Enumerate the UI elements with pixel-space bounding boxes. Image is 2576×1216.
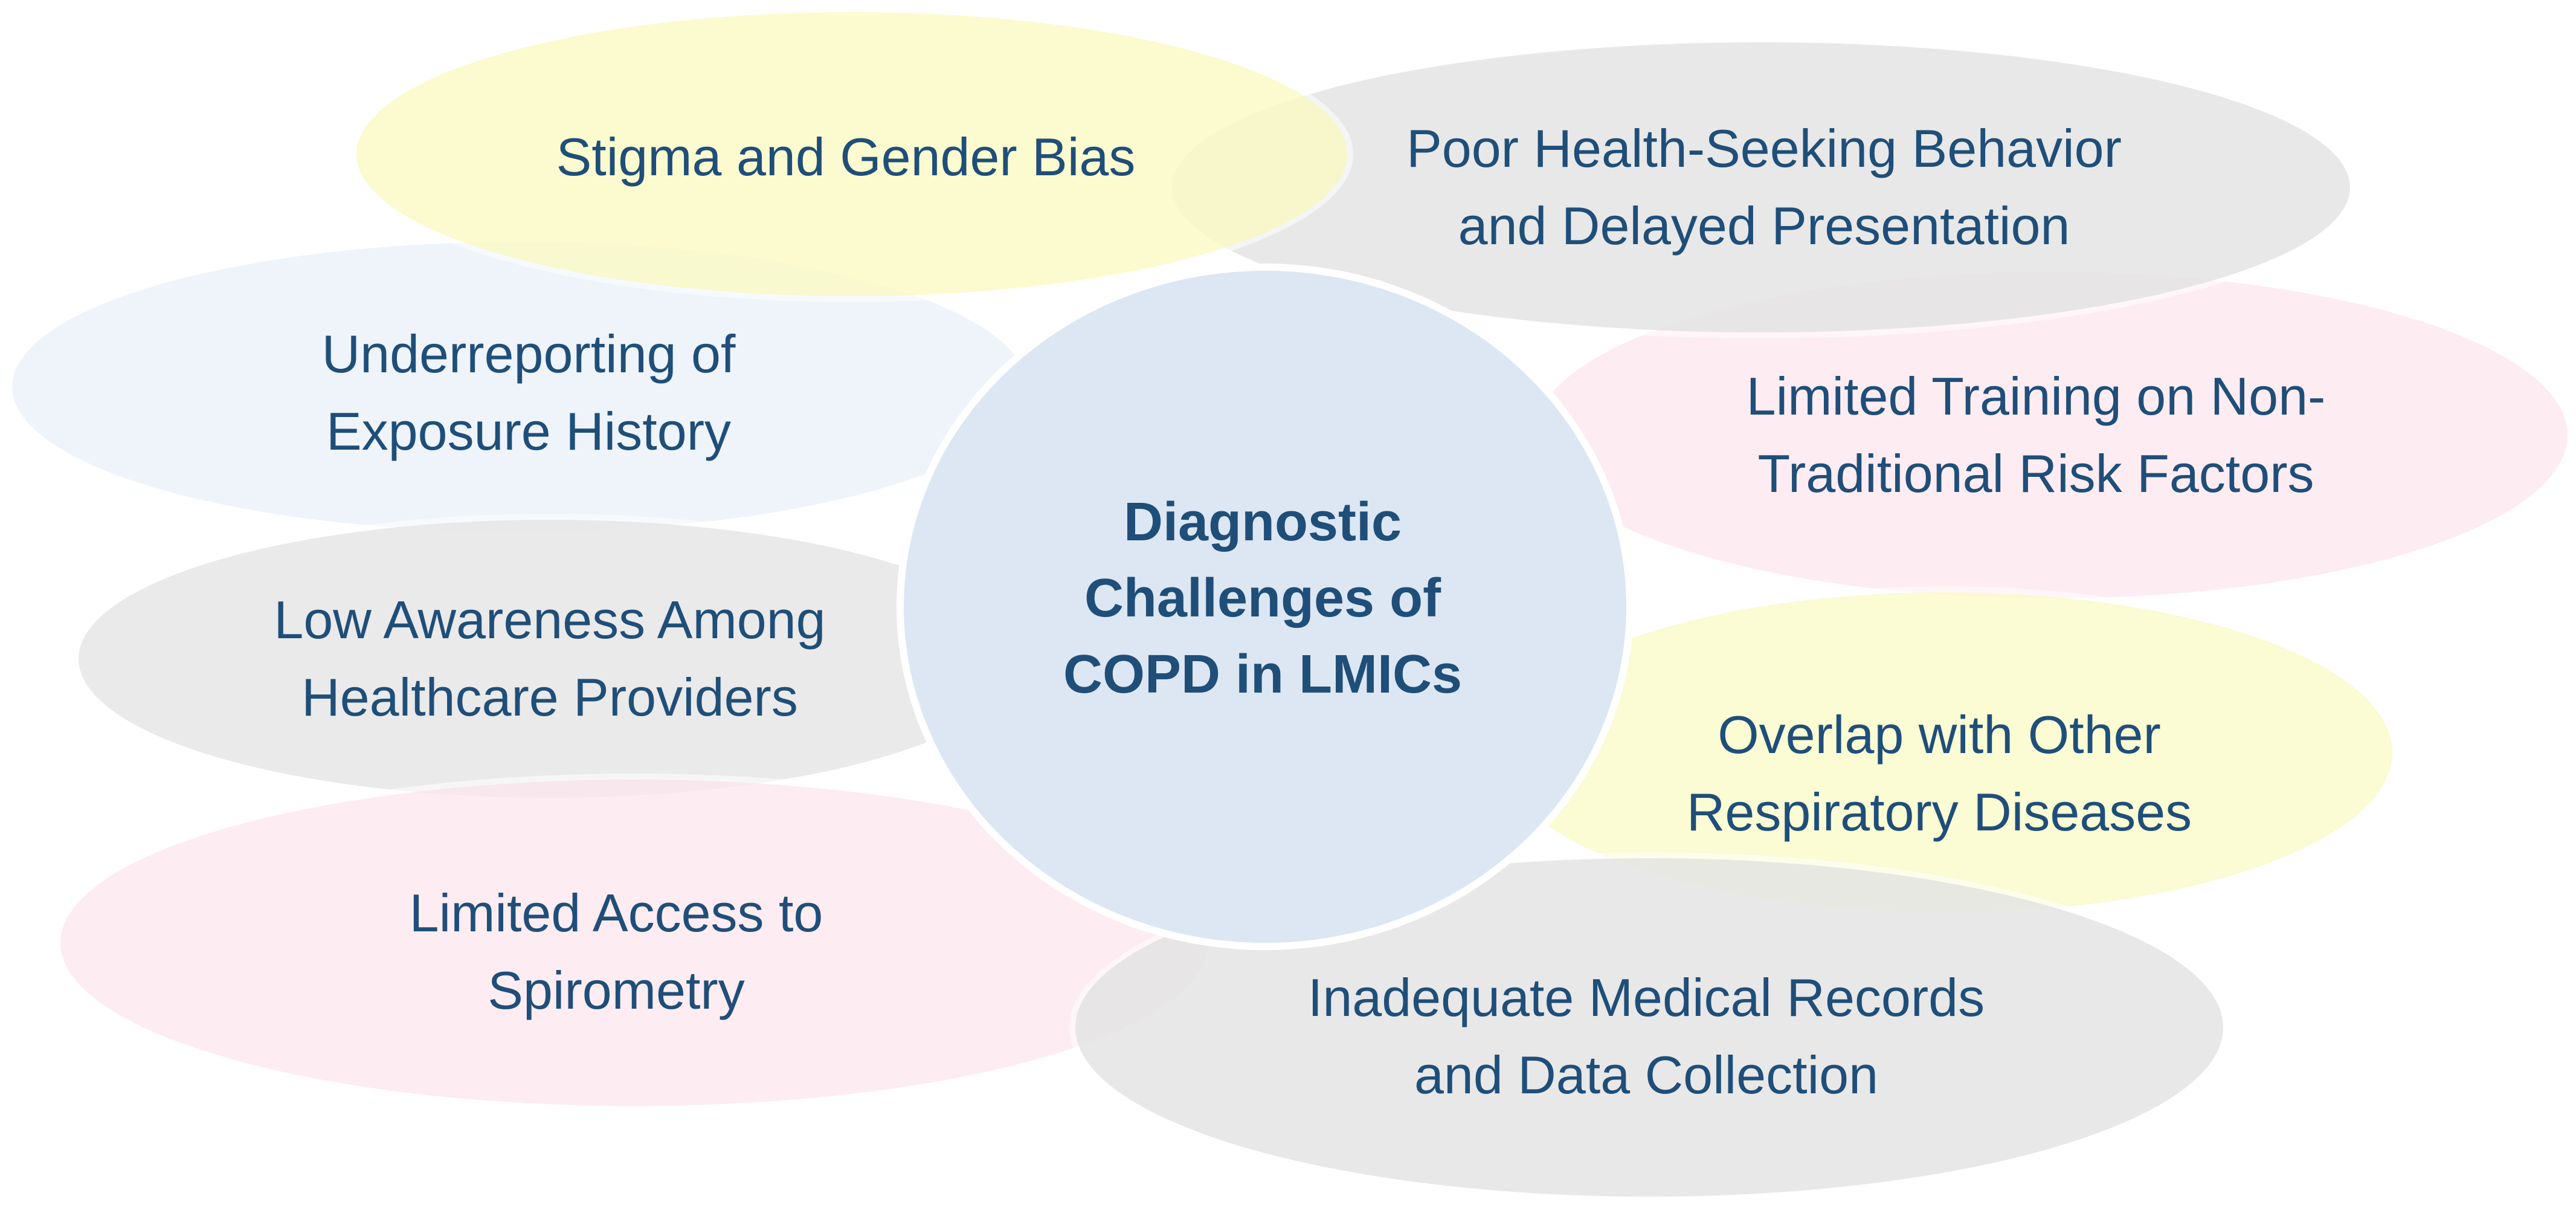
- label-poor-health-line-1: Poor Health-Seeking Behavior: [1406, 118, 2122, 179]
- label-limited-training: Limited Training on Non- Traditional Ris…: [1619, 344, 2453, 526]
- center-circle: [904, 271, 1626, 943]
- label-limited-training-line-2: Traditional Risk Factors: [1757, 444, 2314, 503]
- label-overlap-line-1: Overlap with Other: [1718, 705, 2161, 765]
- label-inadequate-records: Inadequate Medical Records and Data Coll…: [1208, 943, 2084, 1130]
- center-title-line-1: Diagnostic: [1123, 492, 1402, 552]
- label-poor-health-line-2: and Delayed Presentation: [1458, 196, 2070, 256]
- label-low-awareness-line-1: Low Awareness Among: [274, 590, 826, 650]
- oval-low-awareness: [79, 520, 1021, 798]
- label-stigma: Stigma and Gender Bias: [423, 103, 1269, 212]
- label-stigma-line-1: Stigma and Gender Bias: [556, 127, 1136, 187]
- label-poor-health: Poor Health-Seeking Behavior and Delayed…: [1281, 97, 2247, 278]
- label-inadequate-records-line-1: Inadequate Medical Records: [1307, 968, 1985, 1028]
- label-underreporting-line-2: Exposure History: [326, 401, 731, 461]
- oval-poor-health: [1172, 42, 2350, 332]
- label-low-awareness: Low Awareness Among Healthcare Providers: [157, 568, 942, 749]
- label-limited-training-line-1: Limited Training on Non-: [1746, 366, 2326, 427]
- oval-stigma: [356, 12, 1347, 296]
- label-limited-access: Limited Access to Spirometry: [254, 858, 979, 1046]
- label-overlap: Overlap with Other Respiratory Diseases: [1571, 683, 2308, 864]
- label-limited-access-line-1: Limited Access to: [409, 883, 823, 943]
- label-inadequate-records-line-2: and Data Collection: [1414, 1045, 1879, 1105]
- label-overlap-line-2: Respiratory Diseases: [1686, 782, 2192, 842]
- label-limited-access-line-2: Spirometry: [488, 960, 745, 1020]
- center-title: Diagnostic Challenges of COPD in LMICs: [942, 471, 1583, 725]
- center-title-line-2: Challenges of: [1084, 568, 1441, 629]
- label-low-awareness-line-2: Healthcare Providers: [301, 667, 798, 727]
- label-underreporting: Underreporting of Exposure History: [157, 302, 900, 483]
- label-underreporting-line-1: Underreporting of: [321, 324, 736, 384]
- center-title-line-3: COPD in LMICs: [1063, 644, 1462, 705]
